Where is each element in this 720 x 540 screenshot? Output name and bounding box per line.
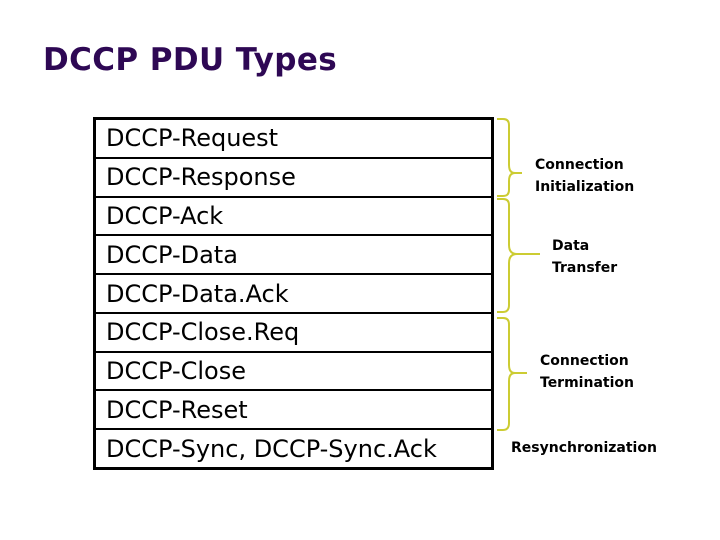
curly-brace-connection-initialization (497, 118, 522, 197)
pdu-type-label: DCCP-Ack (106, 201, 224, 230)
table-row: DCCP-Data (96, 236, 491, 276)
pdu-type-label: DCCP-Close (106, 357, 246, 386)
table-row: DCCP-Reset (96, 391, 491, 431)
pdu-type-label: DCCP-Reset (106, 395, 248, 424)
group-label-connection-termination: Connection Termination (540, 353, 634, 391)
pdu-type-label: DCCP-Data.Ack (106, 279, 289, 308)
table-row: DCCP-Data.Ack (96, 275, 491, 314)
table-row: DCCP-Close.Req (96, 313, 491, 353)
page-title: DCCP PDU Types (43, 42, 338, 78)
table-row: DCCP-Ack (96, 197, 491, 237)
group-label-data-transfer: Data Transfer (552, 238, 618, 276)
table-row: DCCP-Request (96, 120, 491, 159)
pdu-type-table: DCCP-Request DCCP-Response DCCP-Ack DCCP… (93, 117, 494, 470)
group-label-resynchronization: Resynchronization (511, 440, 657, 456)
group-label-connection-initialization: Connection Initialization (535, 157, 635, 195)
curly-brace-data-transfer (497, 198, 540, 313)
pdu-type-label: DCCP-Close.Req (106, 318, 300, 347)
pdu-type-label: DCCP-Request (106, 124, 279, 153)
table-row: DCCP-Close (96, 352, 491, 392)
pdu-type-label: DCCP-Data (106, 240, 238, 269)
curly-brace-connection-termination (497, 317, 527, 431)
table-row: DCCP-Sync, DCCP-Sync.Ack (96, 430, 491, 468)
table-row: DCCP-Response (96, 158, 491, 198)
pdu-type-label: DCCP-Response (106, 163, 296, 192)
pdu-type-label: DCCP-Sync, DCCP-Sync.Ack (106, 434, 437, 463)
